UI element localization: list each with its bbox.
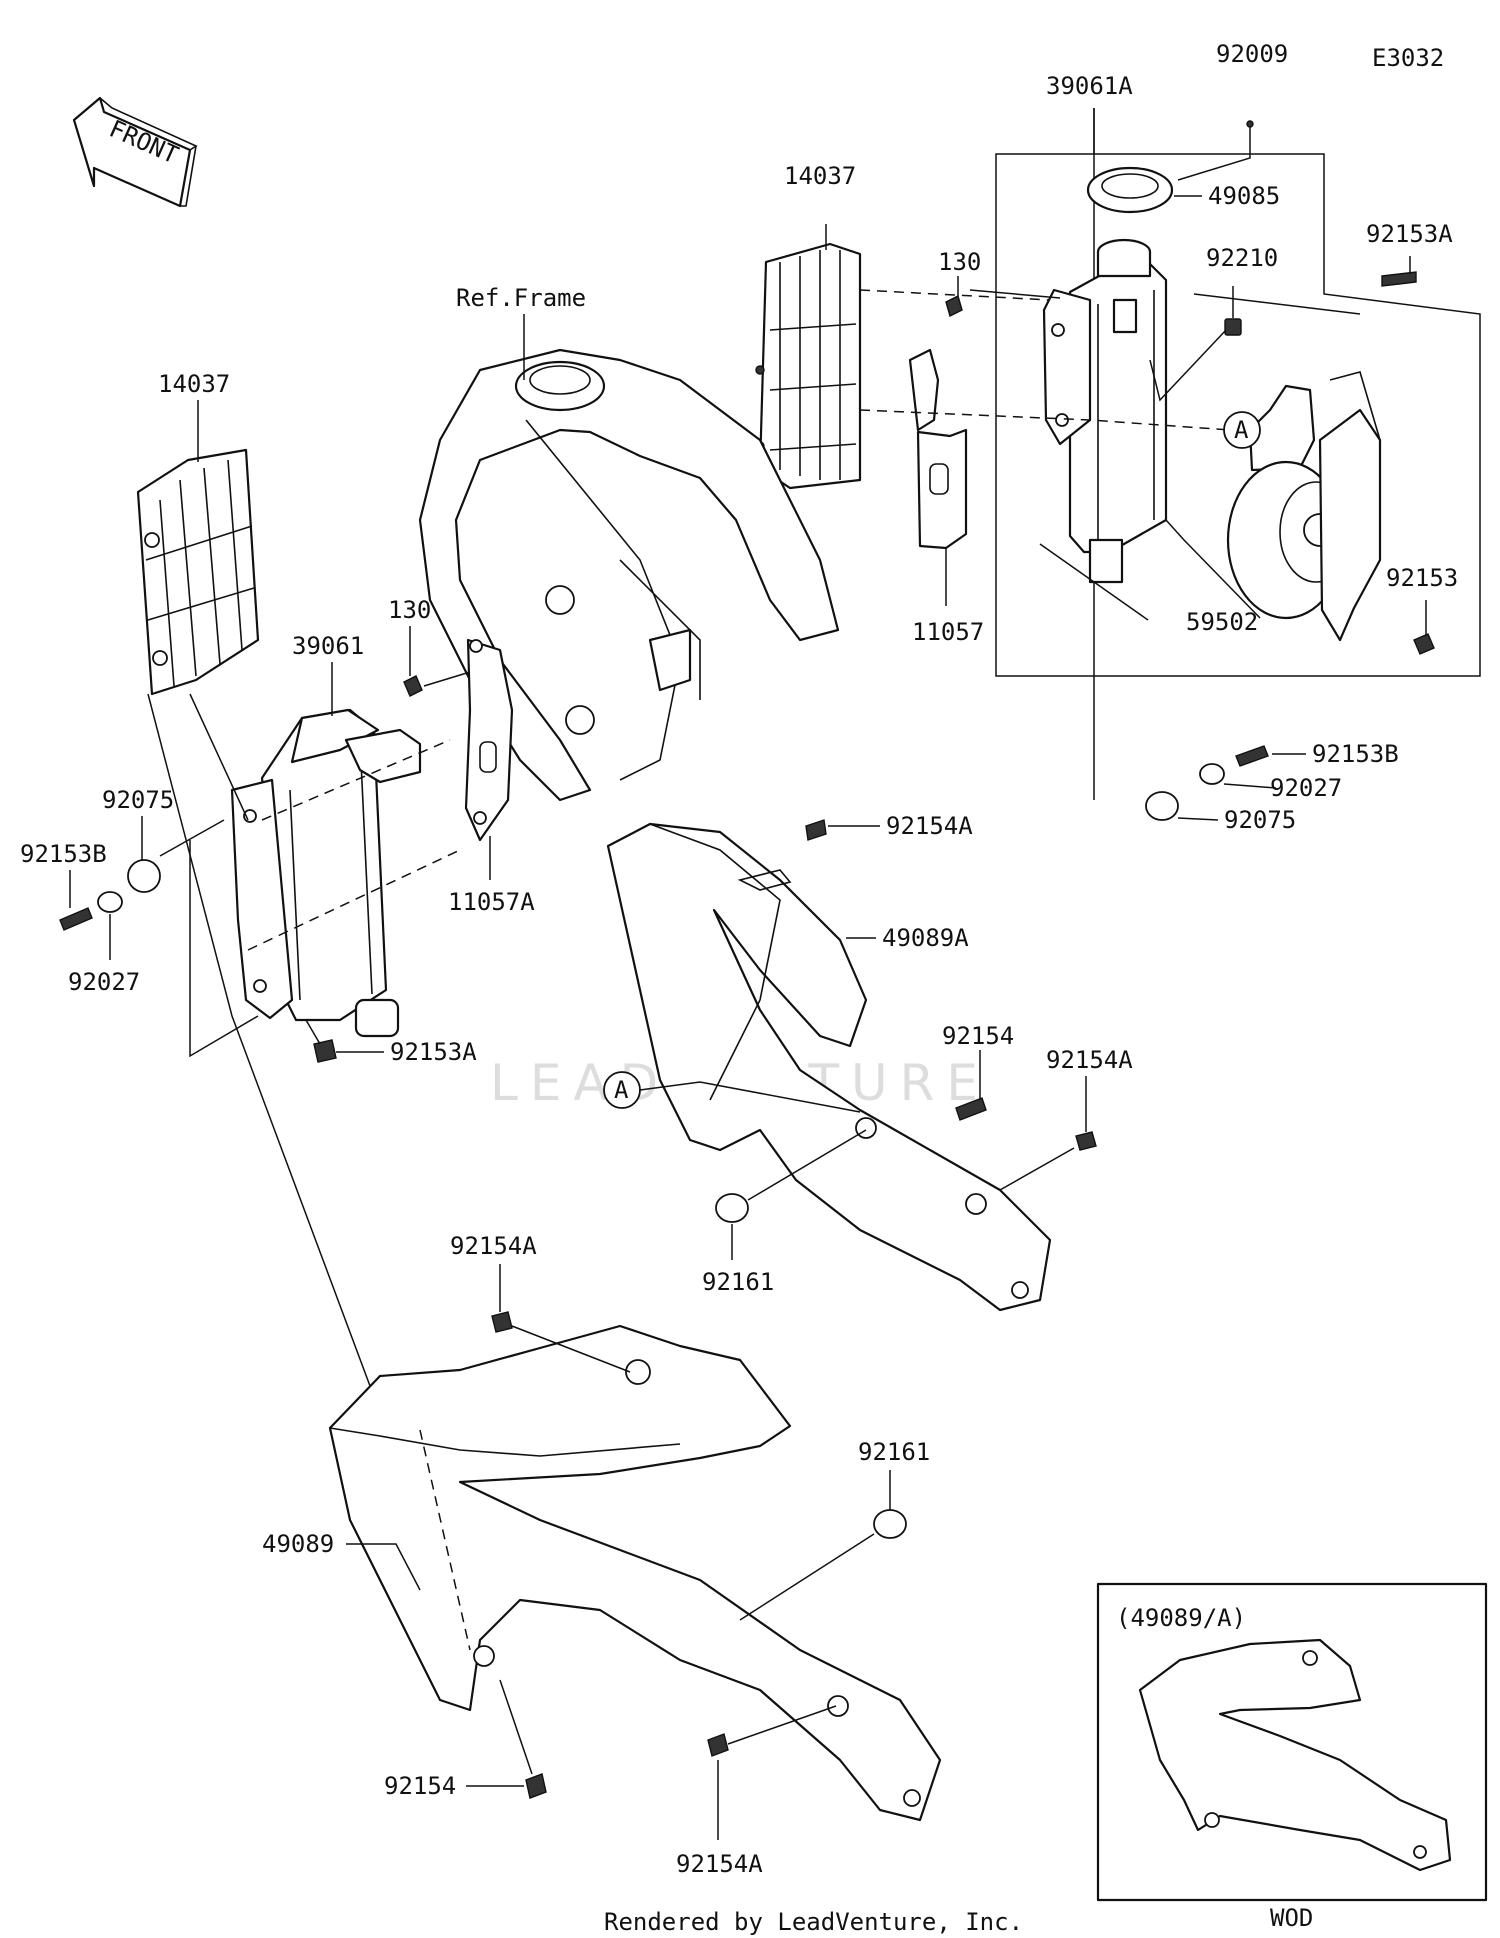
label-11057: 11057	[912, 618, 984, 646]
label-92154a-2: 92154A	[1046, 1046, 1133, 1074]
label-92027-left: 92027	[68, 968, 140, 996]
left-radiator-grille	[136, 448, 260, 696]
nut-92154a-2	[1075, 1131, 1097, 1151]
label-14037-top: 14037	[784, 162, 856, 190]
label-92154-mid: 92154	[942, 1022, 1014, 1050]
callout-a-right: A	[1234, 416, 1249, 444]
label-92153a-top: 92153A	[1366, 220, 1453, 248]
callout-a-center: A	[614, 1076, 629, 1104]
bolt-92154-mid	[955, 1097, 987, 1121]
footer-credit: Rendered by LeadVenture, Inc.	[604, 1908, 1023, 1936]
label-92161-low: 92161	[858, 1438, 930, 1466]
label-49089: 49089	[262, 1530, 334, 1558]
right-radiator	[1042, 238, 1168, 584]
cooling-fan	[1226, 371, 1382, 642]
left-shroud	[328, 1324, 942, 1822]
grommet-92161-low	[873, 1509, 907, 1539]
right-radiator-bracket	[908, 348, 968, 550]
label-92153b-left: 92153B	[20, 840, 107, 868]
label-92075-right: 92075	[1224, 806, 1296, 834]
bolt-92154-low	[525, 1773, 547, 1799]
bolt-92153a-top	[1381, 256, 1417, 287]
label-92075-left: 92075	[102, 786, 174, 814]
frame-reference	[418, 348, 840, 802]
left-radiator	[230, 708, 422, 1038]
label-39061a: 39061A	[1046, 72, 1133, 100]
inset-title: (49089/A)	[1116, 1604, 1246, 1632]
ref-frame-label: Ref.Frame	[456, 284, 586, 312]
inset-caption: WOD	[1270, 1904, 1313, 1932]
collar-92027-left	[97, 891, 123, 913]
label-39061: 39061	[292, 632, 364, 660]
label-92210: 92210	[1206, 244, 1278, 272]
label-11057a: 11057A	[448, 888, 535, 916]
bolt-92154a-4	[707, 1733, 729, 1757]
bolt-92153b-left	[59, 907, 93, 931]
left-radiator-bracket	[464, 638, 514, 842]
grommet-92161-mid	[715, 1193, 749, 1223]
label-92154a-4: 92154A	[676, 1850, 763, 1878]
label-92161-mid: 92161	[702, 1268, 774, 1296]
nut-92154a-3	[491, 1311, 513, 1333]
label-130-mid: 130	[388, 596, 431, 624]
bolt-92154a-1	[805, 819, 827, 841]
label-49085: 49085	[1208, 182, 1280, 210]
label-92153a-bottom: 92153A	[390, 1038, 477, 1066]
diagram-code: E3032	[1372, 44, 1444, 72]
label-92153b-right: 92153B	[1312, 740, 1399, 768]
label-59502: 59502	[1186, 608, 1258, 636]
label-92154-low: 92154	[384, 1772, 456, 1800]
label-92153: 92153	[1386, 564, 1458, 592]
label-92009: 92009	[1216, 40, 1288, 68]
grommet-92075-left	[127, 859, 161, 893]
bolt-130-mid	[403, 626, 471, 697]
right-shroud	[606, 822, 1052, 1312]
front-arrow-icon: FRONT	[72, 96, 198, 208]
label-14037-left: 14037	[158, 370, 230, 398]
radiator-cap	[1086, 166, 1202, 214]
bolt-130-top	[945, 276, 963, 318]
inset-box	[1096, 1582, 1488, 1902]
label-92154a-3: 92154A	[450, 1232, 537, 1260]
label-92027-right: 92027	[1270, 774, 1342, 802]
right-radiator-grille	[755, 242, 862, 490]
label-92154a-1: 92154A	[886, 812, 973, 840]
label-49089a: 49089A	[882, 924, 969, 952]
label-130-top: 130	[938, 248, 981, 276]
